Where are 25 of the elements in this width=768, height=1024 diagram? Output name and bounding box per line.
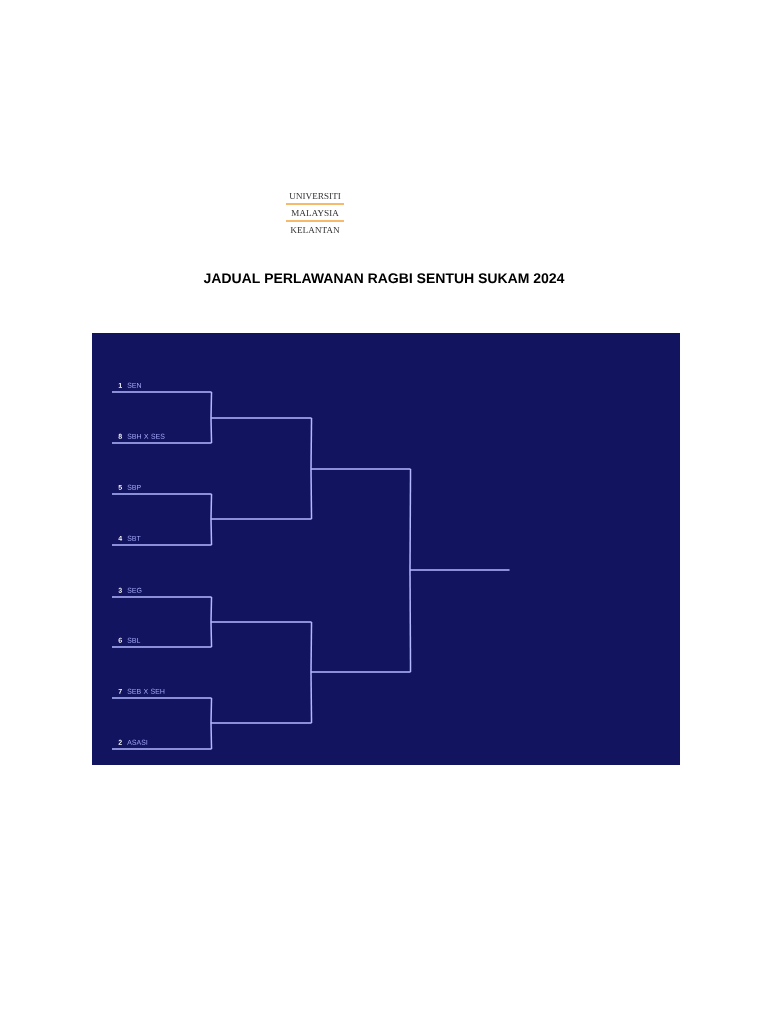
bracket-line bbox=[310, 671, 412, 673]
bracket-connector bbox=[409, 569, 412, 673]
bracket-line bbox=[210, 518, 313, 520]
bracket-line bbox=[310, 468, 412, 470]
university-name: KELANTAN bbox=[290, 226, 340, 233]
bracket-line bbox=[210, 621, 313, 623]
bracket-line bbox=[210, 722, 313, 724]
bracket-connector bbox=[310, 468, 313, 520]
bracket-connector bbox=[210, 518, 213, 546]
bracket-connector bbox=[210, 493, 213, 520]
bracket-connector bbox=[210, 596, 213, 623]
bracket-connector bbox=[210, 722, 213, 750]
bracket-connector bbox=[210, 621, 213, 648]
bracket-connector bbox=[210, 697, 213, 724]
bracket-line bbox=[409, 569, 511, 571]
bracket-connector bbox=[210, 391, 213, 419]
bracket-line bbox=[210, 417, 313, 419]
bracket-connector bbox=[310, 671, 313, 724]
university-name: MALAYSIA bbox=[291, 209, 339, 217]
university-name: UNIVERSITI bbox=[289, 192, 341, 200]
bracket-connector bbox=[310, 621, 313, 673]
title: JADUAL PERLAWANAN RAGBI SENTUH SUKAM 2024 bbox=[203, 273, 565, 284]
bracket-connector bbox=[210, 417, 213, 444]
bracket-connector bbox=[310, 417, 313, 470]
bracket-connector bbox=[409, 468, 412, 571]
